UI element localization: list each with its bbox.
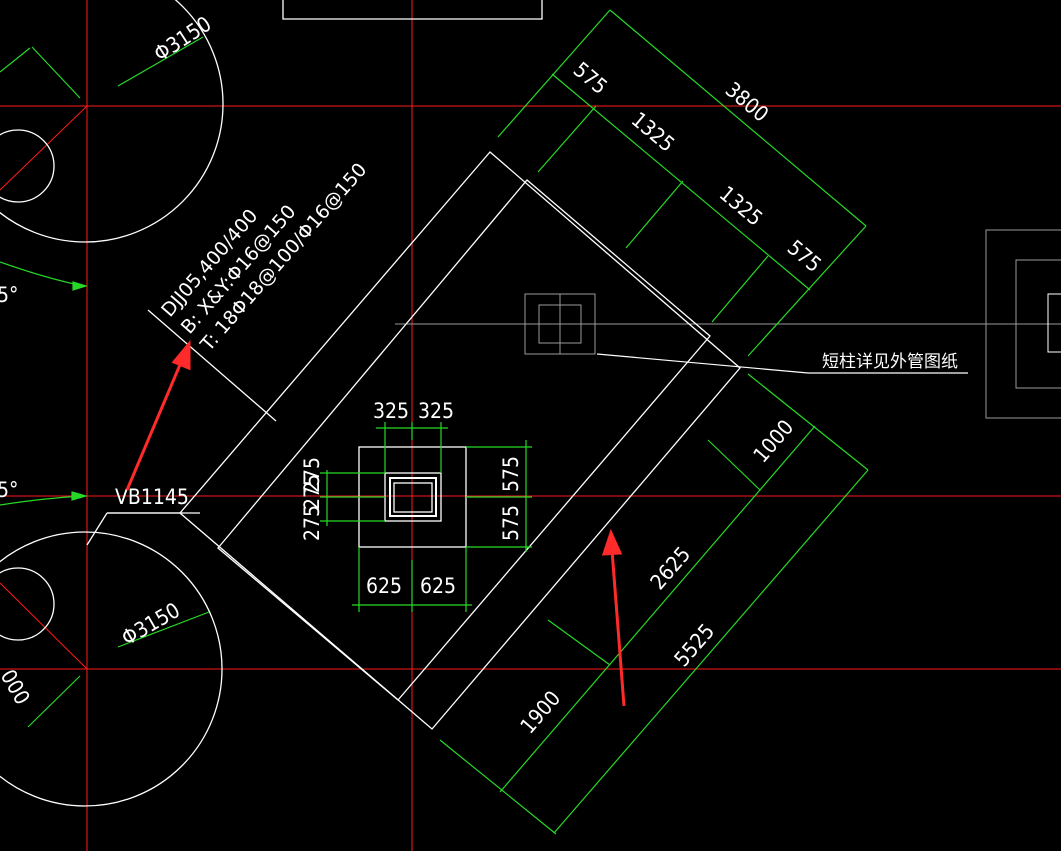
dim-col-left-mid: 275 [300,474,324,510]
angle-label-1: 5° [0,283,18,307]
dim-col-top-right: 325 [418,399,454,423]
short-column-leader [596,353,968,374]
column-core [393,482,433,513]
pile-lower-left [0,531,223,807]
dim-line-upper-left [31,46,81,99]
pile-circle-inner [0,567,55,641]
foundation-label-leader [147,309,277,422]
dim-col-right-bottom: 575 [499,505,523,541]
dim-col-left-top: 275 [300,457,324,493]
right-structure [985,229,1061,419]
axis-diagonal-2 [0,582,88,670]
left-green-annotations [0,36,210,728]
diameter-leader-1 [117,36,204,87]
foundation-inner-rect [217,179,711,701]
column-inner [389,477,437,517]
annotation-arrowhead-1 [171,339,191,371]
annotation-arrow-1 [125,359,184,491]
top-structure-outline [282,0,543,20]
pile-circle-outer [0,0,224,243]
short-column-symbol [524,293,596,355]
angle-arrowhead-1 [72,281,89,291]
diameter-leader-2 [117,611,210,648]
annotation-arrowhead-2 [601,528,623,556]
angle-arrowhead-2 [71,491,89,501]
annotation-arrow-2 [610,549,626,707]
pile-upper-left [0,0,224,243]
right-dimension-chain [439,373,869,835]
dim-col-bottom-left: 625 [366,574,402,598]
dim-line-lower-left [27,675,81,728]
dim-col-right-top: 575 [499,456,523,492]
angle-label-2: 5° [0,478,18,502]
pile-circle-outer [0,531,223,807]
foundation-outer-rect [179,151,741,730]
axis-diagonal-1 [0,105,88,191]
dim-line-upper-left-2 [0,47,31,73]
foundation-outline [86,151,741,730]
dim-col-bottom-right: 625 [420,574,456,598]
pile-circle-inner [0,129,55,203]
short-column-note: 短柱详见外管图纸 [822,352,958,372]
top-dimension-chain [497,9,867,357]
column-dimension-text: 325 325 275 275 275 575 575 625 625 [300,399,523,598]
column-dimension-lines [320,422,532,612]
dim-col-top-left: 325 [373,399,409,423]
dim-col-left-bottom: 275 [300,505,324,541]
beam-leader-diagonal [86,512,108,546]
annotation-arrows [125,339,626,707]
